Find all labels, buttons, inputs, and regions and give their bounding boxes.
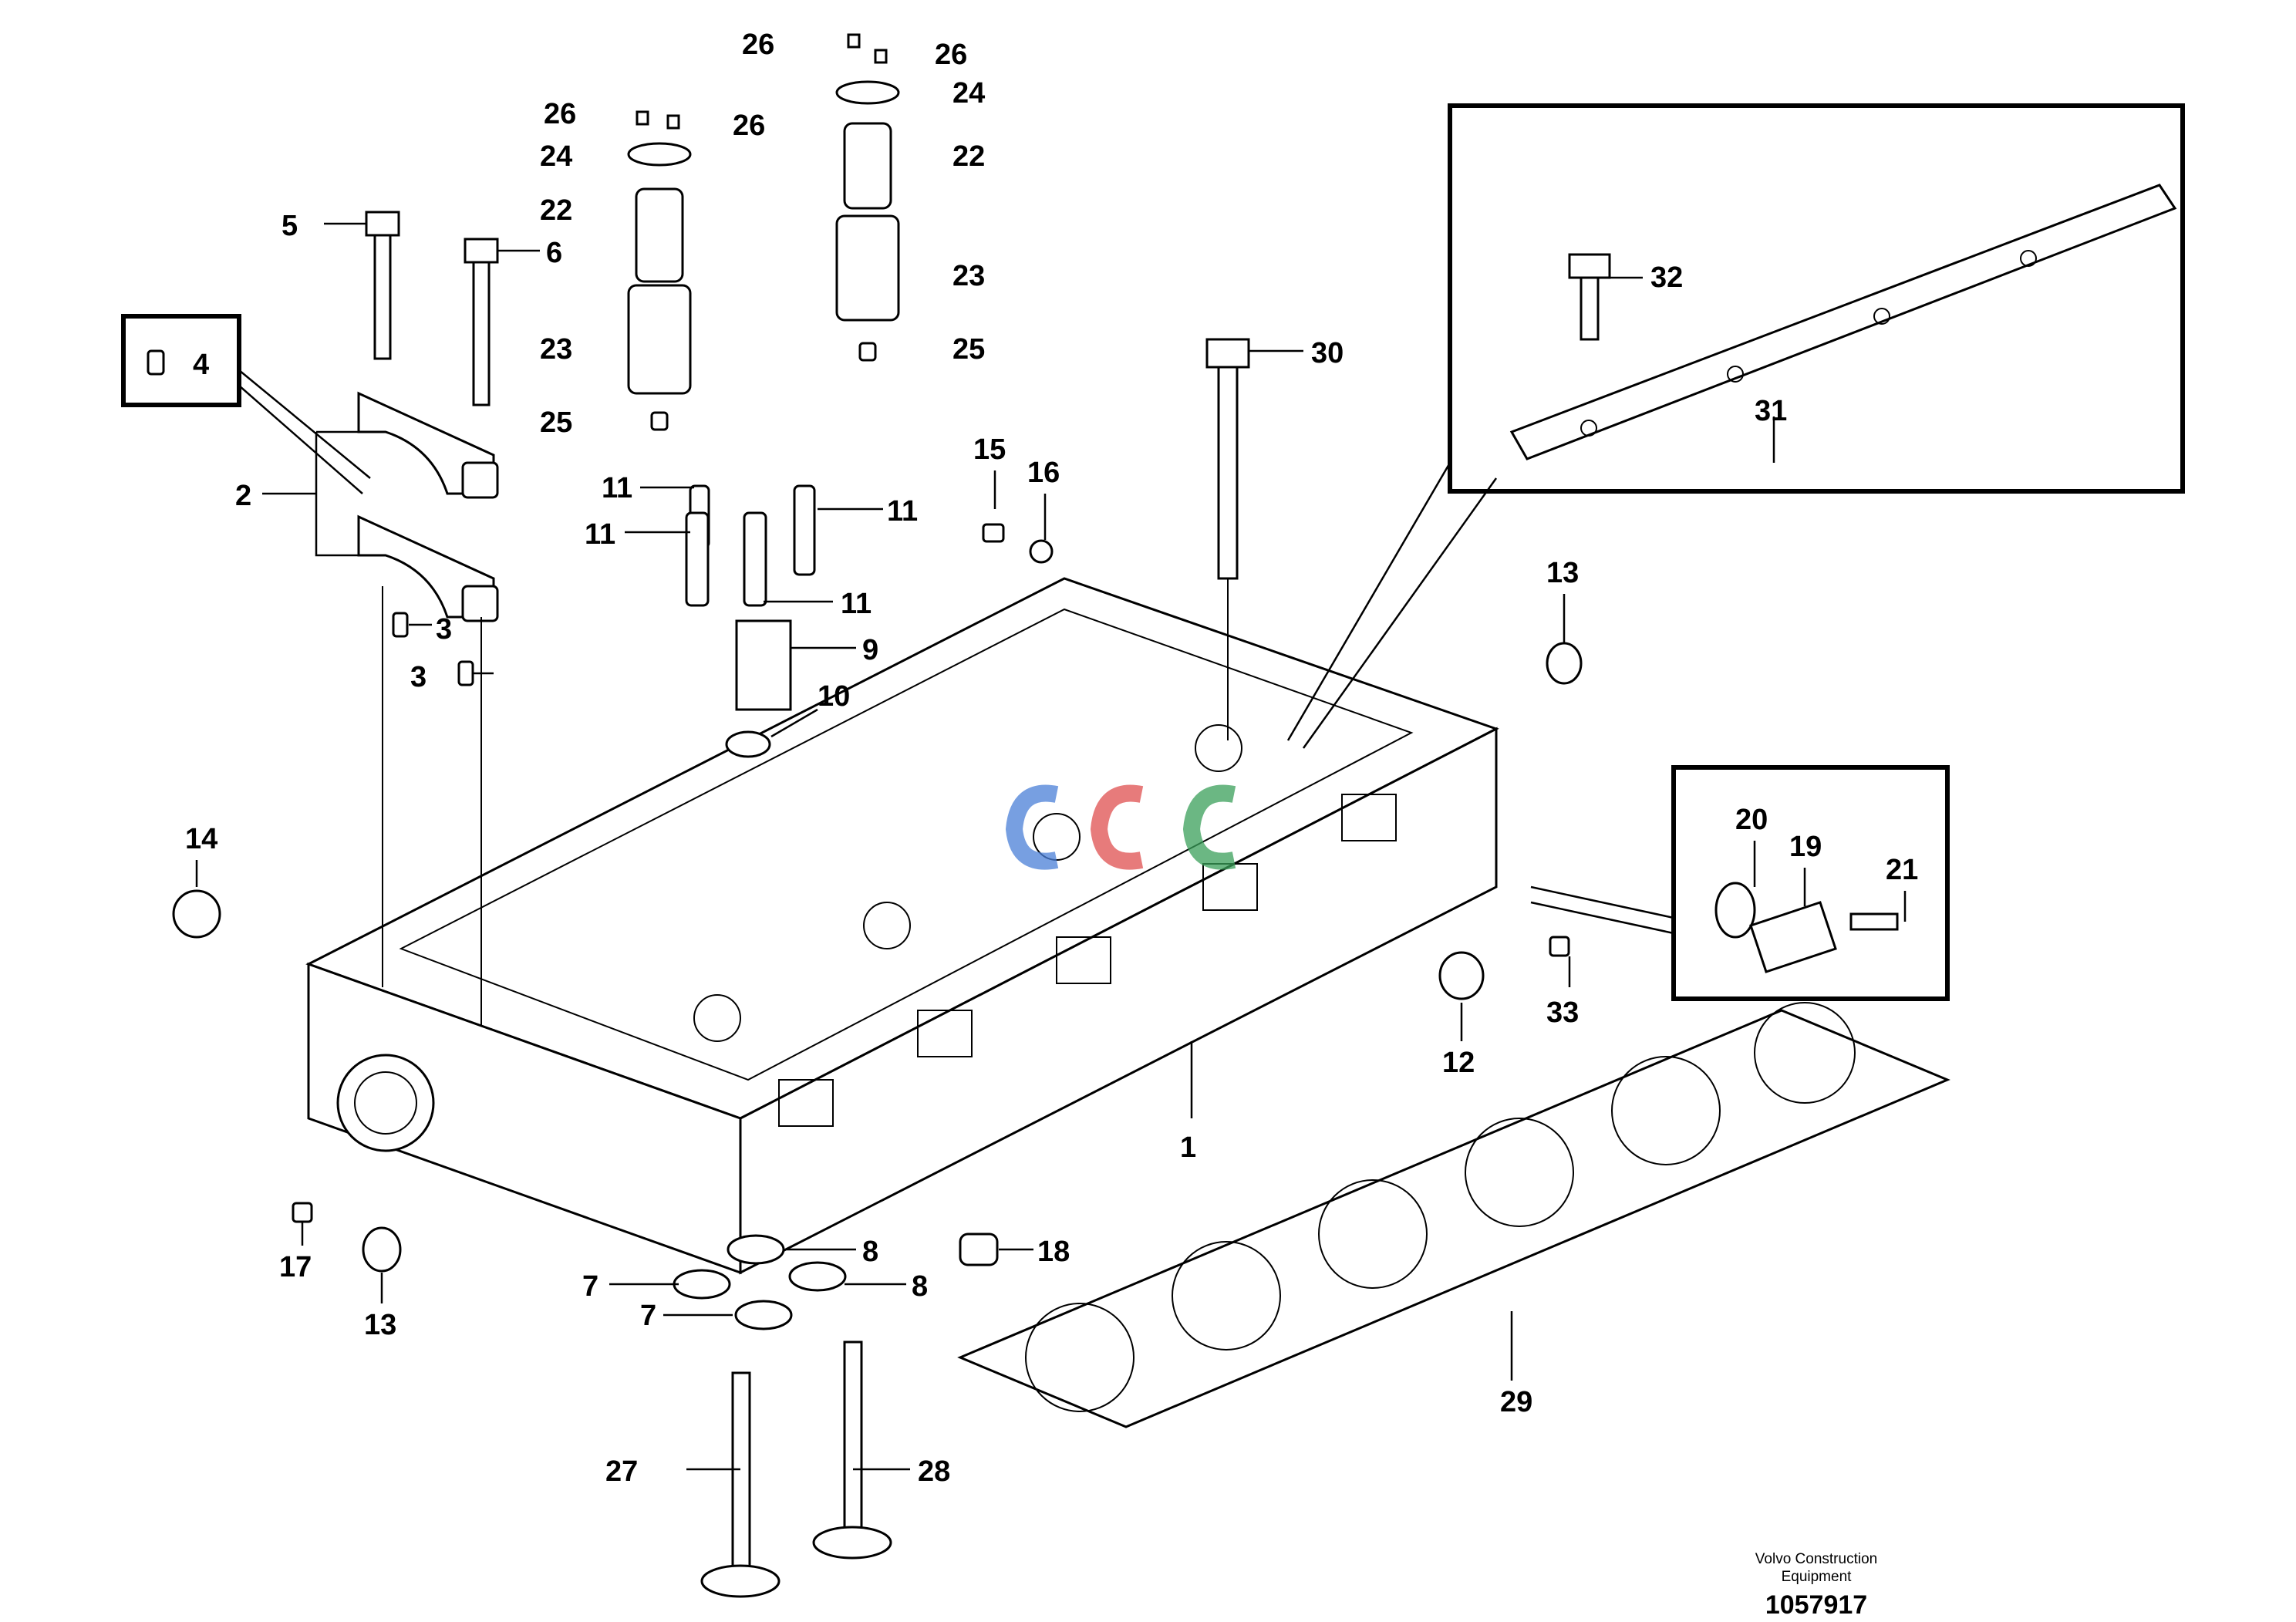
callout-27: 27 xyxy=(605,1455,638,1488)
callout-26a: 26 xyxy=(742,29,774,61)
leader-lines xyxy=(195,222,1907,1471)
callout-8a: 8 xyxy=(862,1236,878,1268)
callout-33: 33 xyxy=(1546,996,1579,1029)
callout-24b: 24 xyxy=(952,77,985,110)
callout-29: 29 xyxy=(1500,1386,1532,1418)
callout-23a: 23 xyxy=(540,333,572,366)
callout-11d: 11 xyxy=(887,495,918,528)
callout-10: 10 xyxy=(818,680,850,713)
callout-26b: 26 xyxy=(935,39,967,71)
head-gasket xyxy=(957,1002,1950,1428)
callout-16: 16 xyxy=(1027,457,1060,489)
callout-25a: 25 xyxy=(540,406,572,439)
callout-25b: 25 xyxy=(952,333,985,366)
callout-2: 2 xyxy=(235,480,251,512)
callout-21: 21 xyxy=(1886,854,1918,886)
callout-11a: 11 xyxy=(602,472,632,504)
callout-12: 12 xyxy=(1442,1047,1475,1079)
callout-7a: 7 xyxy=(582,1270,598,1303)
callout-31: 31 xyxy=(1755,395,1787,427)
callout-6: 6 xyxy=(546,237,562,269)
callout-11b: 11 xyxy=(585,518,615,551)
inset-box-cover-plate xyxy=(1530,765,1950,1001)
drawing-number: 1057917 xyxy=(1765,1590,1867,1620)
callout-26d: 26 xyxy=(733,110,765,142)
callout-28: 28 xyxy=(918,1455,950,1488)
bolts xyxy=(365,211,1250,1026)
callout-labels: 1 2 3 3 4 5 6 7 7 8 8 9 10 11 11 11 11 1… xyxy=(185,29,1918,1488)
callout-15: 15 xyxy=(973,433,1006,466)
valve-train-right xyxy=(793,33,900,576)
callout-3b: 3 xyxy=(410,661,426,693)
callout-8b: 8 xyxy=(912,1270,928,1303)
callout-4: 4 xyxy=(193,349,209,381)
inset-box-manifold-plate xyxy=(1286,103,2185,749)
callout-13b: 13 xyxy=(364,1309,396,1341)
callout-18: 18 xyxy=(1037,1236,1070,1268)
cylinder-head xyxy=(305,577,1499,1275)
callout-14: 14 xyxy=(185,823,217,855)
brand-line-2: Equipment xyxy=(1782,1569,1853,1585)
callout-19: 19 xyxy=(1789,831,1822,863)
callout-3a: 3 xyxy=(436,613,452,646)
callout-13a: 13 xyxy=(1546,557,1579,589)
valve-train-left xyxy=(627,110,792,711)
callout-17: 17 xyxy=(279,1251,312,1283)
bearing-caps xyxy=(357,391,499,622)
callout-9: 9 xyxy=(862,634,878,666)
callout-22b: 22 xyxy=(952,140,985,173)
inset-box-pin xyxy=(121,314,371,494)
callout-22a: 22 xyxy=(540,194,572,227)
callout-30: 30 xyxy=(1311,337,1344,369)
callout-5: 5 xyxy=(282,210,298,242)
callout-32: 32 xyxy=(1650,261,1683,294)
watermark-logo xyxy=(1005,784,1236,870)
small-parts xyxy=(172,523,1583,1598)
callout-26c: 26 xyxy=(544,98,576,130)
callout-7b: 7 xyxy=(640,1300,656,1332)
brand-line-1: Volvo Construction xyxy=(1755,1551,1877,1567)
footer: Volvo Construction Equipment 1057917 xyxy=(1755,1551,1877,1620)
callout-24a: 24 xyxy=(540,140,572,173)
callout-20: 20 xyxy=(1735,804,1768,836)
callout-11c: 11 xyxy=(841,588,872,620)
callout-23b: 23 xyxy=(952,260,985,292)
callout-1: 1 xyxy=(1180,1131,1196,1164)
